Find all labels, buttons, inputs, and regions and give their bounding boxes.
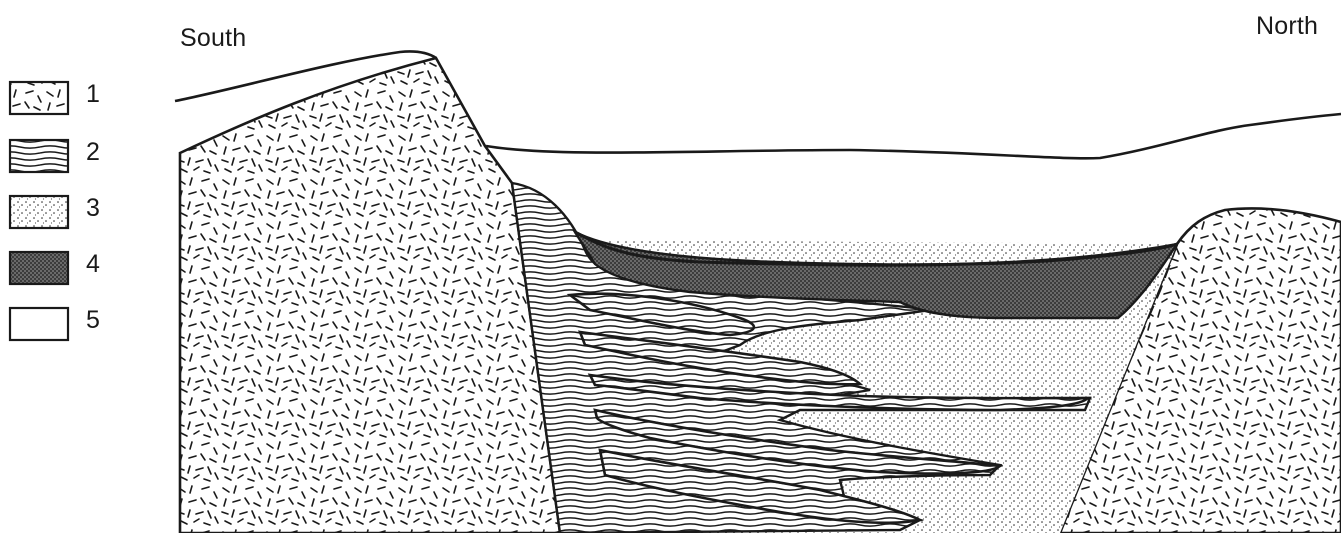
- legend-swatch-4: [10, 252, 68, 284]
- legend-label-1: 1: [86, 80, 100, 109]
- legend-label-4: 4: [86, 250, 100, 279]
- legend-swatch-2: [10, 140, 68, 172]
- legend-label-2: 2: [86, 138, 100, 167]
- label-north: North: [1256, 12, 1318, 41]
- legend-swatch-1: [10, 82, 68, 114]
- legend-label-5: 5: [86, 306, 100, 335]
- label-south: South: [180, 24, 246, 53]
- unit-1-south-block: [180, 58, 560, 533]
- legend-swatch-5: [10, 308, 68, 340]
- surface-line-basin: [486, 114, 1341, 158]
- legend-swatch-3: [10, 196, 68, 228]
- legend: [10, 82, 68, 340]
- legend-label-3: 3: [86, 194, 100, 223]
